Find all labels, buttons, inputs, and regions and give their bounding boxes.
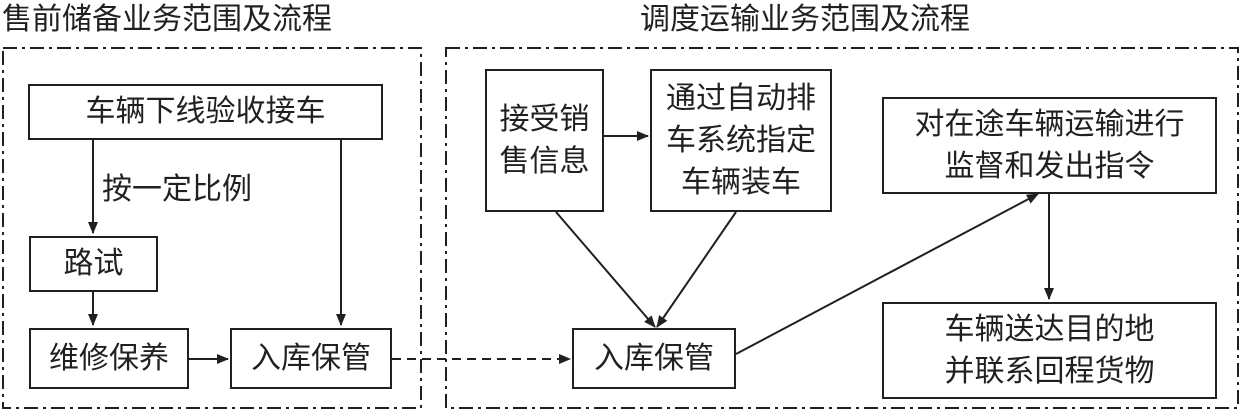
sales-info-line-2: 售信息 (499, 143, 590, 179)
auto-schedule-box: 通过自动排 车系统指定 车辆装车 (650, 69, 832, 212)
repair-maintenance-label: 维修保养 (49, 340, 169, 376)
arrow-storage-to-supervise (735, 193, 1039, 355)
left-section-frame (2, 47, 422, 409)
receive-vehicle-label: 车辆下线验收接车 (85, 94, 326, 129)
left-storage-label: 入库保管 (251, 340, 371, 376)
right-section-frame (445, 47, 1239, 409)
receive-vehicle-box: 车辆下线验收接车 (28, 84, 383, 140)
right-storage-label: 入库保管 (594, 340, 714, 376)
supervise-line-1: 对在途车辆运输进行 (914, 106, 1185, 142)
left-storage-box: 入库保管 (230, 328, 392, 389)
ratio-label: 按一定比例 (102, 172, 252, 207)
sales-info-box: 接受销 售信息 (485, 69, 604, 212)
auto-schedule-line-3: 车辆装车 (681, 164, 801, 200)
auto-schedule-line-1: 通过自动排 (666, 80, 816, 116)
deliver-line-2: 并联系回程货物 (944, 353, 1155, 389)
road-test-box: 路试 (29, 236, 158, 292)
supervise-box: 对在途车辆运输进行 监督和发出指令 (882, 97, 1217, 194)
repair-maintenance-box: 维修保养 (29, 328, 189, 389)
right-storage-box: 入库保管 (572, 328, 736, 389)
auto-schedule-line-2: 车系统指定 (666, 122, 816, 158)
deliver-box: 车辆送达目的地 并联系回程货物 (882, 302, 1217, 399)
arrow-sales-to-storage (555, 211, 656, 328)
deliver-line-1: 车辆送达目的地 (944, 311, 1155, 347)
arrow-schedule-to-storage (656, 211, 737, 328)
left-section-title: 售前储备业务范围及流程 (2, 2, 332, 37)
supervise-line-2: 监督和发出指令 (944, 148, 1155, 184)
sales-info-line-1: 接受销 (499, 101, 590, 137)
road-test-label: 路试 (63, 246, 124, 281)
right-section-title: 调度运输业务范围及流程 (640, 2, 970, 37)
